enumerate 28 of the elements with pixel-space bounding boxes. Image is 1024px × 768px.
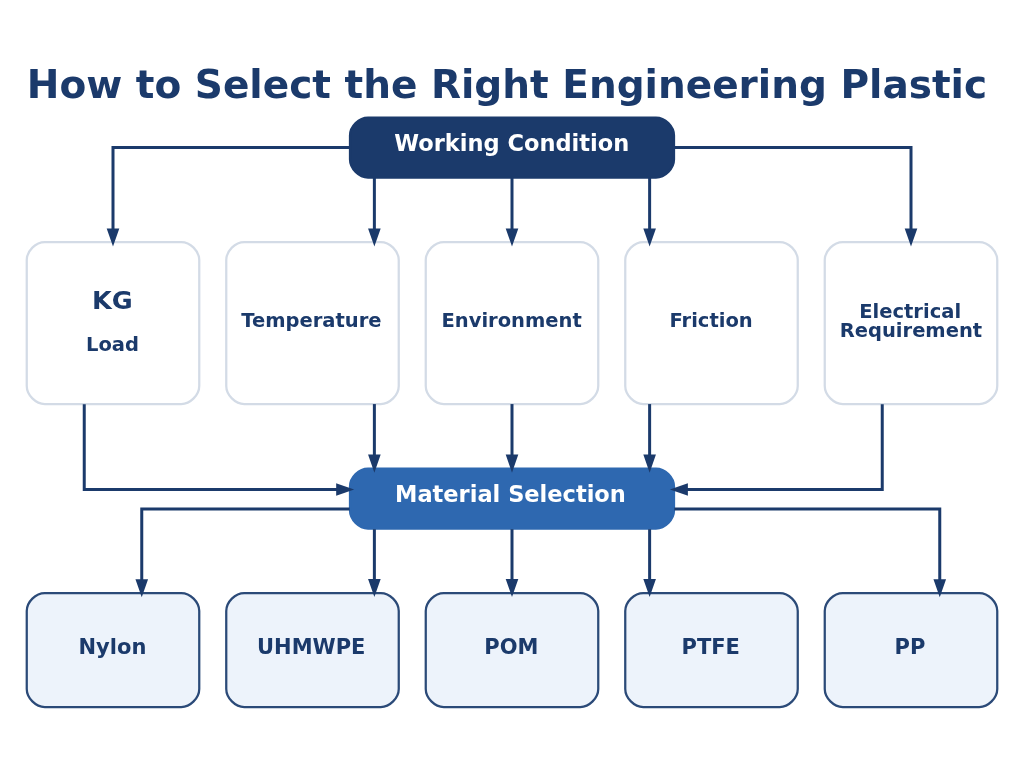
arrow xyxy=(643,403,656,473)
node-box: POM xyxy=(424,591,600,708)
arrow xyxy=(368,528,381,597)
node-box: Nylon xyxy=(25,591,201,708)
arrow xyxy=(135,507,350,597)
node-box: Environment xyxy=(424,240,600,405)
node-box: Working Condition xyxy=(348,115,676,179)
arrow xyxy=(643,177,656,246)
arrow xyxy=(674,507,947,597)
node-box: KG Load xyxy=(25,240,201,405)
arrow xyxy=(669,403,884,496)
arrow xyxy=(368,177,381,246)
diagram-title: How to Select the Right Engineering Plastic xyxy=(26,61,988,107)
arrow xyxy=(82,403,355,496)
node-box: Electrical Requirement xyxy=(823,240,999,405)
arrow xyxy=(505,177,519,246)
arrow xyxy=(106,145,350,246)
arrow xyxy=(674,145,918,246)
node-box: Friction xyxy=(624,240,799,405)
arrow xyxy=(643,528,656,597)
node-box: PP xyxy=(823,591,999,708)
arrow xyxy=(368,403,381,473)
node-box: PTFE xyxy=(624,591,799,708)
node-box: UHMWPE xyxy=(225,591,400,708)
arrow xyxy=(505,403,519,473)
node-box: Material Selection xyxy=(348,466,676,530)
arrow xyxy=(505,528,519,597)
node-box: Temperature xyxy=(225,240,400,405)
